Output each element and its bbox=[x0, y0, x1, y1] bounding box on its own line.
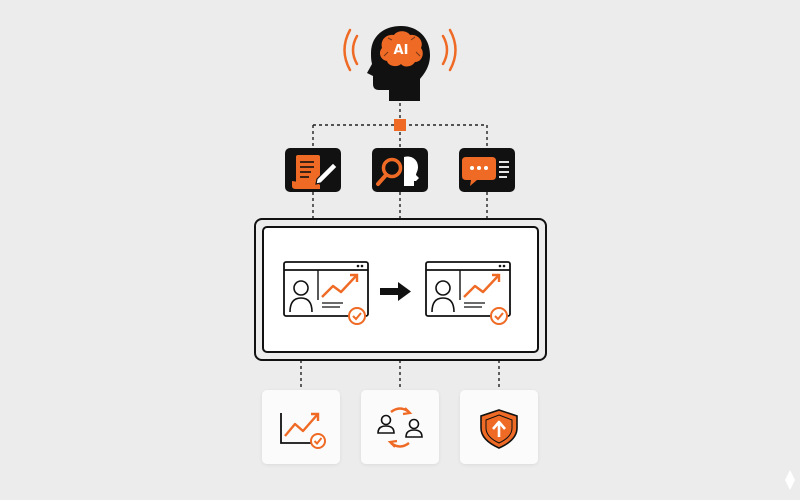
document-edit-tile bbox=[285, 148, 341, 192]
ai-brain-head-icon: AI bbox=[343, 26, 457, 101]
search-person-tile bbox=[372, 148, 428, 192]
growth-chart-check-icon bbox=[280, 412, 326, 449]
user-exchange-icon bbox=[377, 407, 423, 448]
user-exchange-tile bbox=[361, 390, 439, 464]
search-person-icon bbox=[376, 156, 419, 186]
growth-chart-tile bbox=[262, 390, 340, 464]
ai-label: AI bbox=[394, 43, 409, 58]
document-edit-icon bbox=[292, 155, 338, 189]
shield-upload-icon bbox=[480, 409, 518, 449]
chat-message-tile bbox=[459, 148, 515, 192]
junction-node bbox=[394, 119, 406, 131]
sparkle-icon bbox=[785, 470, 795, 490]
chat-message-icon bbox=[462, 157, 509, 186]
shield-upload-tile bbox=[460, 390, 538, 464]
user-profile-growth-icon bbox=[283, 261, 369, 325]
arrow-right-icon bbox=[380, 282, 411, 301]
user-profile-growth-icon-result bbox=[425, 261, 511, 325]
